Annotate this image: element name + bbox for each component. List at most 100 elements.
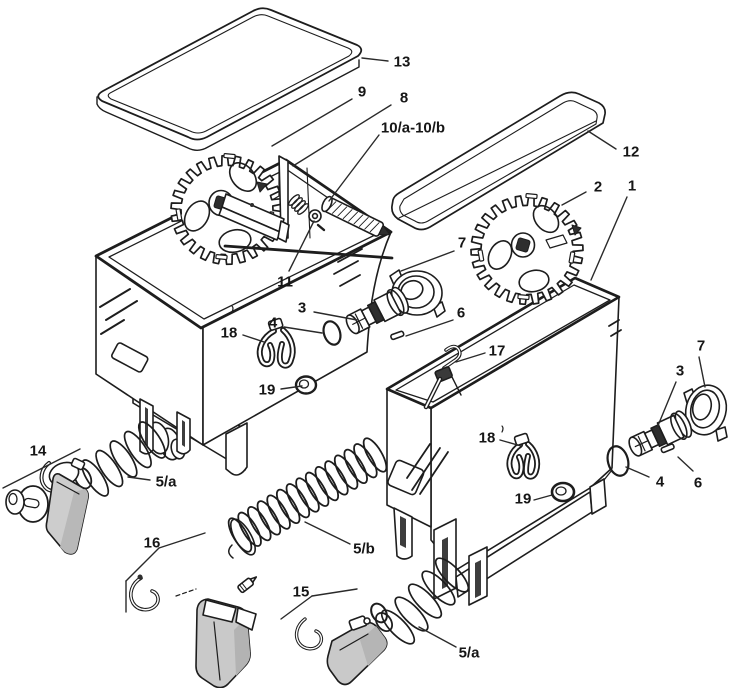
spring-loop [291, 197, 303, 209]
cone-assembly-15 [294, 602, 388, 686]
spring-loop [353, 443, 378, 479]
gear-2-slots [477, 192, 576, 301]
gear-2-bracket [545, 234, 568, 249]
grommet-19-left [294, 375, 318, 395]
callout-label-12: 12 [623, 144, 640, 161]
o-ring-4-left [322, 320, 342, 346]
callout-leader-11 [288, 220, 315, 272]
spring-loop [95, 449, 124, 488]
callout-leader-18-left [242, 334, 265, 343]
spring-loop [380, 609, 416, 645]
callout-leader-7-left [400, 250, 455, 272]
callout-leader-12 [587, 130, 617, 150]
callout-leader-2 [561, 191, 587, 206]
callout-leader-3-right [656, 381, 677, 429]
callout-leader-16 [158, 532, 206, 549]
pin-6-left [390, 330, 405, 341]
lid-large-13 [96, 7, 363, 151]
callout-label-9: 9 [358, 84, 366, 101]
pin-6-right [660, 443, 675, 454]
right-box-top-rim-inner [395, 284, 611, 403]
callout-leader-15-1 [280, 595, 313, 620]
callout-leader-5b [304, 521, 351, 545]
callout-leader-14 [2, 448, 81, 489]
right-box-rail-end [589, 478, 607, 515]
callout-leader-6-right [677, 456, 694, 472]
spring-5a-right [380, 557, 470, 645]
spring-loop [362, 437, 388, 473]
spring-loop [294, 200, 306, 212]
left-box-nameplate [111, 342, 149, 373]
callout-label-13: 13 [394, 54, 411, 71]
screw-16 [237, 576, 258, 594]
spring-loop [275, 488, 301, 525]
spring-loop [247, 505, 272, 542]
spring-loop [333, 454, 359, 490]
washer-screw-11 [308, 209, 326, 232]
callout-label-7-left: 7 [458, 235, 466, 252]
callout-label-17: 17 [489, 343, 506, 360]
feed-shaft-3-right [628, 410, 693, 457]
callout-leader-17 [455, 352, 486, 363]
callout-leader-9 [271, 98, 353, 147]
spring-loop [407, 583, 443, 619]
callout-label-5a-right: 5/a [459, 645, 481, 662]
callout-leader-7-right [698, 356, 706, 388]
callout-leader-6-left [405, 319, 454, 337]
spring-5a-left [80, 421, 167, 497]
stray-mark [231, 305, 234, 313]
left-box-right-face [202, 231, 392, 446]
callout-label-4-right: 4 [656, 474, 665, 491]
flap-spring [288, 194, 309, 215]
fork-clip-18-left [231, 305, 296, 369]
callout-label-18-right: 18 [479, 430, 496, 447]
callout-label-4-left: 4 [269, 315, 278, 332]
grommet-19-right [550, 481, 576, 503]
spring-loop [266, 494, 291, 530]
gear-right-2 [470, 192, 584, 306]
left-box-side-foot [225, 422, 248, 476]
gear-2-hub [510, 232, 536, 258]
feed-shaft-3-left [345, 286, 410, 335]
wing-nut-7-right [683, 384, 728, 442]
spring-loop [237, 511, 262, 547]
spring-loop [123, 430, 152, 469]
callout-label-5b: 5/b [353, 541, 375, 558]
callout-label-18-left: 18 [221, 325, 238, 342]
right-box-shine-marks [406, 319, 622, 495]
callout-leader-8 [292, 104, 392, 167]
callout-label-10ab: 10/a-10/b [381, 120, 445, 137]
spring-loop [421, 570, 456, 606]
spring-5a-right-washer [374, 611, 394, 633]
gear-9-pointer [256, 181, 268, 193]
clamp-handle-assembly-14 [5, 457, 89, 555]
spring-loop [343, 448, 368, 485]
callout-leader-4-left [283, 326, 323, 334]
knurled-pin-10 [321, 195, 391, 237]
callout-label-19-right: 19 [515, 491, 532, 508]
spring-loop [434, 557, 470, 593]
callout-leader-18-right [499, 439, 522, 447]
gear-2-pointer [571, 224, 582, 236]
spring-loop [295, 477, 320, 513]
grip-assembly-16 [129, 574, 258, 688]
callout-label-6-left: 6 [457, 305, 465, 322]
pivot-rod [223, 244, 394, 260]
callout-label-14: 14 [30, 443, 47, 460]
callout-label-16: 16 [144, 535, 161, 552]
right-box-front-face [386, 388, 432, 528]
callout-leader-3-left [313, 311, 358, 321]
spring-loop [314, 465, 340, 502]
spring-loop [297, 203, 309, 215]
hook-pin-17 [423, 344, 462, 410]
spring-loop [304, 471, 330, 507]
left-box-shine-marks [99, 288, 138, 335]
callout-label-7-right: 7 [697, 338, 705, 355]
callout-leader-13 [361, 57, 389, 62]
spring-loop [285, 483, 311, 519]
callout-label-5a-left: 5/a [156, 474, 178, 491]
callout-label-3-right: 3 [676, 363, 684, 380]
callout-leader-16-1 [125, 547, 160, 582]
